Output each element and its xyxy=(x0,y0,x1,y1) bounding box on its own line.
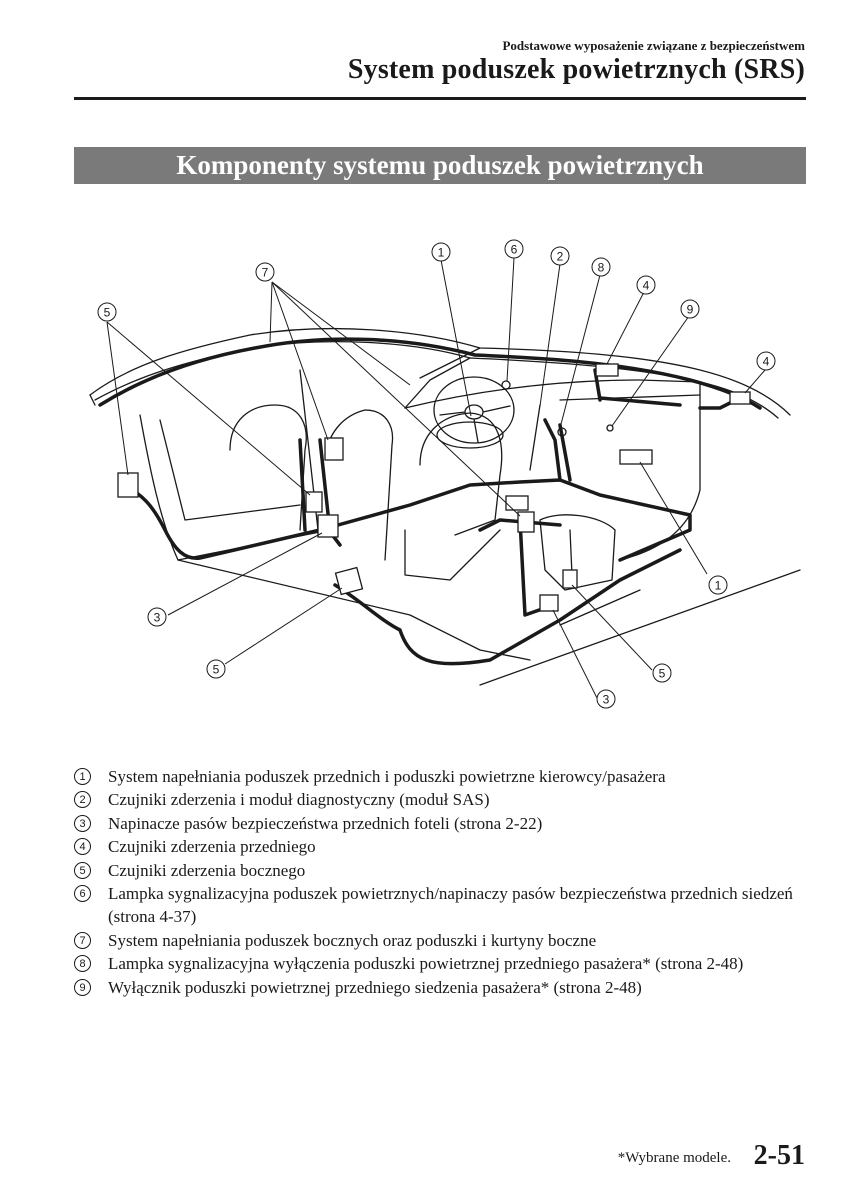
legend-item: 2 Czujniki zderzenia i moduł diagnostyczn… xyxy=(74,788,809,811)
svg-text:5: 5 xyxy=(213,663,220,677)
legend-number: 9 xyxy=(74,978,91,996)
legend-text: Czujniki zderzenia przedniego xyxy=(108,837,316,857)
side-sensor-left xyxy=(117,472,139,498)
front-seat-passenger xyxy=(539,514,616,591)
warning-lamp xyxy=(501,380,511,390)
component-legend: 1 System napełniania poduszek przednich i… xyxy=(74,765,809,999)
front-sensor-left xyxy=(595,363,619,377)
wiring-harness xyxy=(98,337,762,666)
callout-7: 7 xyxy=(255,262,275,282)
callout-9: 9 xyxy=(680,299,700,319)
pass-switch xyxy=(606,424,614,432)
side-sensor-floor xyxy=(334,566,364,596)
svg-text:5: 5 xyxy=(104,306,111,320)
svg-text:9: 9 xyxy=(687,303,694,317)
callout-6: 6 xyxy=(504,239,524,259)
roof-outline xyxy=(89,327,791,416)
page-number: 2-51 xyxy=(753,1140,805,1171)
footnote: *Wybrane modele. xyxy=(617,1150,731,1166)
callout-5-bottom-left: 5 xyxy=(206,659,226,679)
legend-number: 3 xyxy=(74,814,91,832)
front-seat-driver xyxy=(419,412,503,536)
legend-item: 4 Czujniki zderzenia przedniego xyxy=(74,835,809,858)
callout-3-bottom: 3 xyxy=(596,689,616,709)
seatbelt-tensioner-left xyxy=(317,514,339,538)
svg-text:2: 2 xyxy=(557,250,564,264)
steering-wheel xyxy=(433,376,515,444)
legend-text: System napełniania poduszek bocznych ora… xyxy=(108,930,597,950)
leader-lines xyxy=(106,257,766,699)
legend-number: 6 xyxy=(74,885,91,903)
door-outline xyxy=(139,414,321,561)
callout-1-right: 1 xyxy=(708,575,728,595)
svg-text:8: 8 xyxy=(598,261,605,275)
side-airbag-front xyxy=(517,511,535,533)
side-curtain-inflator xyxy=(305,491,323,513)
section-banner: Komponenty systemu poduszek powietrznych xyxy=(74,147,806,184)
callout-1-top: 1 xyxy=(431,242,451,262)
header-divider xyxy=(74,97,806,100)
legend-item: 1 System napełniania poduszek przednich i… xyxy=(74,765,809,788)
seatbelt-tensioner-right xyxy=(539,594,559,612)
svg-text:3: 3 xyxy=(154,611,161,625)
legend-item: 7 System napełniania poduszek bocznych or… xyxy=(74,929,809,952)
legend-number: 7 xyxy=(74,931,91,949)
callouts: 1 6 2 8 4 9 4 7 xyxy=(97,239,776,709)
legend-number: 4 xyxy=(74,838,91,856)
callout-8: 8 xyxy=(591,257,611,277)
front-sensor-right xyxy=(729,391,751,405)
svg-text:5: 5 xyxy=(659,667,666,681)
callout-4-center: 4 xyxy=(636,275,656,295)
callout-5-bottom-right: 5 xyxy=(652,663,672,683)
svg-text:3: 3 xyxy=(603,693,610,707)
svg-text:4: 4 xyxy=(763,355,770,369)
legend-item: 8 Lampka sygnalizacyjna wyłączenia podusz… xyxy=(74,952,809,975)
legend-item: 3 Napinacze pasów bezpieczeństwa przednic… xyxy=(74,812,809,835)
passenger-airbag-module xyxy=(505,495,529,511)
side-sensor-right xyxy=(562,569,578,589)
callout-5-left: 5 xyxy=(97,302,117,322)
svg-text:6: 6 xyxy=(511,243,518,257)
legend-text: Czujniki zderzenia bocznego xyxy=(108,860,306,880)
legend-item: 6 Lampka sygnalizacyjna poduszek powietrz… xyxy=(74,882,809,929)
legend-text: Lampka sygnalizacyjna wyłączenia poduszk… xyxy=(108,954,744,974)
legend-text: System napełniania poduszek przednich i … xyxy=(108,767,666,786)
legend-item: 9 Wyłącznik poduszki powietrznej przednie… xyxy=(74,976,809,999)
callout-3-left: 3 xyxy=(147,607,167,627)
side-airbag-rear xyxy=(324,437,344,461)
svg-text:1: 1 xyxy=(438,246,445,260)
legend-text: Czujniki zderzenia i moduł diagnostyczny… xyxy=(108,790,490,810)
legend-number: 1 xyxy=(74,768,91,785)
legend-number: 5 xyxy=(74,861,91,879)
legend-number: 8 xyxy=(74,955,91,973)
callout-4-right: 4 xyxy=(756,351,776,371)
rear-seat xyxy=(229,404,307,531)
svg-text:7: 7 xyxy=(262,266,269,280)
pass-off-lamp xyxy=(557,427,567,437)
svg-text:4: 4 xyxy=(643,279,650,293)
sas-module xyxy=(619,449,653,465)
callout-2: 2 xyxy=(550,246,570,266)
srs-components-diagram: 1 6 2 8 4 9 4 7 xyxy=(89,239,801,709)
legend-text: Lampka sygnalizacyjna poduszek powietrzn… xyxy=(108,884,793,927)
legend-item: 5 Czujniki zderzenia bocznego xyxy=(74,859,809,882)
dashboard-outline xyxy=(404,379,701,561)
svg-text:1: 1 xyxy=(715,579,722,593)
legend-number: 2 xyxy=(74,791,91,809)
header-section-label: Podstawowe wyposażenie związane z bezpie… xyxy=(502,38,805,53)
page-title: System poduszek powietrznych (SRS) xyxy=(347,54,805,85)
floor-outline xyxy=(177,559,531,661)
legend-text: Wyłącznik poduszki powietrznej przednieg… xyxy=(108,977,642,997)
legend-text: Napinacze pasów bezpieczeństwa przednich… xyxy=(108,813,543,833)
